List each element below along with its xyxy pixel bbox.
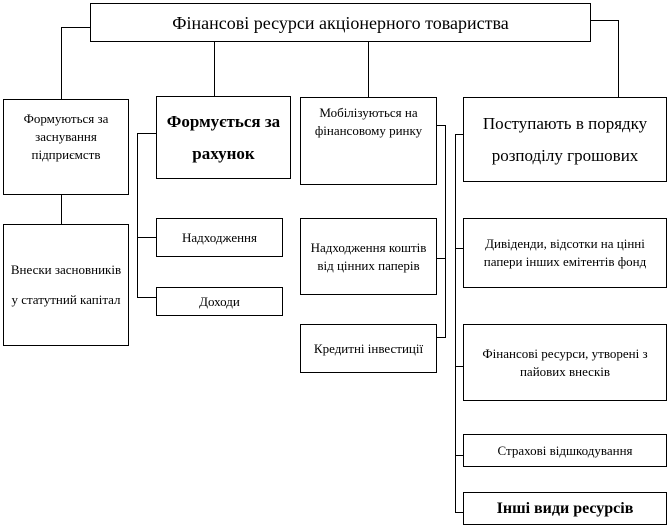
col2-item-income: Доходи xyxy=(156,287,283,316)
connector-col2-bracket xyxy=(137,133,156,298)
col1-header: Формуються за заснування підприємств xyxy=(3,99,129,195)
col4-item-insurance: Страхові відшкодування xyxy=(463,434,667,467)
connector-title-col4 xyxy=(590,20,619,97)
col3-header: Мобілізуються на фінансовому ринку xyxy=(300,97,437,185)
col4-item-other: Інші види ресурсів xyxy=(463,492,667,525)
col4-item-share-contributions: Фінансові ресурси, утворені з пайових вн… xyxy=(463,324,667,401)
col4-header: Поступають в порядку розподілу грошових xyxy=(463,97,667,182)
connector-col4-bracket xyxy=(455,134,463,513)
col4-item-dividends: Дивіденди, відсотки на цінні папери інши… xyxy=(463,218,667,288)
diagram-title: Фінансові ресурси акціонерного товариств… xyxy=(90,3,591,42)
col3-item-credit: Кредитні інвестиції xyxy=(300,324,437,373)
col2-header: Формується за рахунок xyxy=(156,96,291,179)
connector-col3-bracket xyxy=(436,125,446,338)
col1-item-contributions: Внески засновників у статутний капітал xyxy=(3,224,129,346)
col2-item-receipts: Надходження xyxy=(156,218,283,257)
connector-title-col1 xyxy=(61,27,91,99)
col3-item-securities: Надходження коштів від цінних паперів xyxy=(300,218,437,295)
